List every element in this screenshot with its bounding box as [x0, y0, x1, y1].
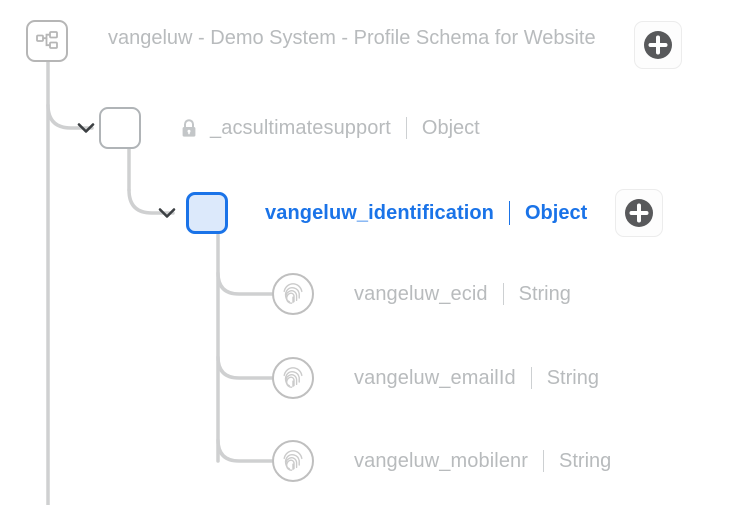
add-root-child-button[interactable]: [634, 21, 682, 69]
node-separator: [530, 367, 532, 389]
node-label: _acsultimatesupport: [210, 116, 391, 139]
node-separator: [405, 117, 407, 139]
plus-circle-icon: [624, 198, 654, 228]
tree-node-vangeluw-ecid[interactable]: vangeluw_ecid String: [272, 273, 571, 315]
object-square-icon: [99, 107, 141, 149]
node-label: vangeluw_emailId: [354, 366, 516, 389]
node-type: String: [518, 282, 571, 305]
sitemap-icon: [36, 31, 58, 51]
node-type: Object: [421, 116, 480, 139]
chevron-down-icon: [158, 208, 176, 218]
node-separator: [509, 201, 510, 225]
tree-node-vangeluw-mobilenr[interactable]: vangeluw_mobilenr String: [272, 440, 611, 482]
tree-node-acsultimatesupport[interactable]: _acsultimatesupport Object: [99, 107, 480, 149]
add-child-button-vangeluw-identification[interactable]: [615, 189, 663, 237]
node-label: vangeluw_mobilenr: [354, 449, 529, 472]
root-title-row: vangeluw - Demo System - Profile Schema …: [108, 27, 596, 50]
fingerprint-icon: [272, 357, 314, 399]
expander-acsultimatesupport[interactable]: [77, 121, 95, 139]
page-title: vangeluw - Demo System - Profile Schema …: [108, 27, 596, 49]
tree-node-vangeluw-identification[interactable]: vangeluw_identification Object: [186, 192, 587, 234]
fingerprint-icon: [272, 440, 314, 482]
node-type: String: [559, 449, 612, 472]
plus-circle-icon: [643, 30, 673, 60]
node-separator: [502, 283, 504, 305]
object-square-icon: [186, 192, 228, 234]
node-type: Object: [525, 201, 588, 224]
expander-vangeluw-identification[interactable]: [158, 206, 176, 224]
tree-node-vangeluw-emailid[interactable]: vangeluw_emailId String: [272, 357, 599, 399]
chevron-down-icon: [77, 123, 95, 133]
fingerprint-icon: [272, 273, 314, 315]
node-separator: [543, 450, 545, 472]
root-node-icon[interactable]: [26, 20, 68, 62]
node-label: vangeluw_identification: [265, 201, 494, 224]
node-label: vangeluw_ecid: [354, 282, 488, 305]
lock-icon: [181, 118, 197, 138]
node-type: String: [546, 366, 599, 389]
